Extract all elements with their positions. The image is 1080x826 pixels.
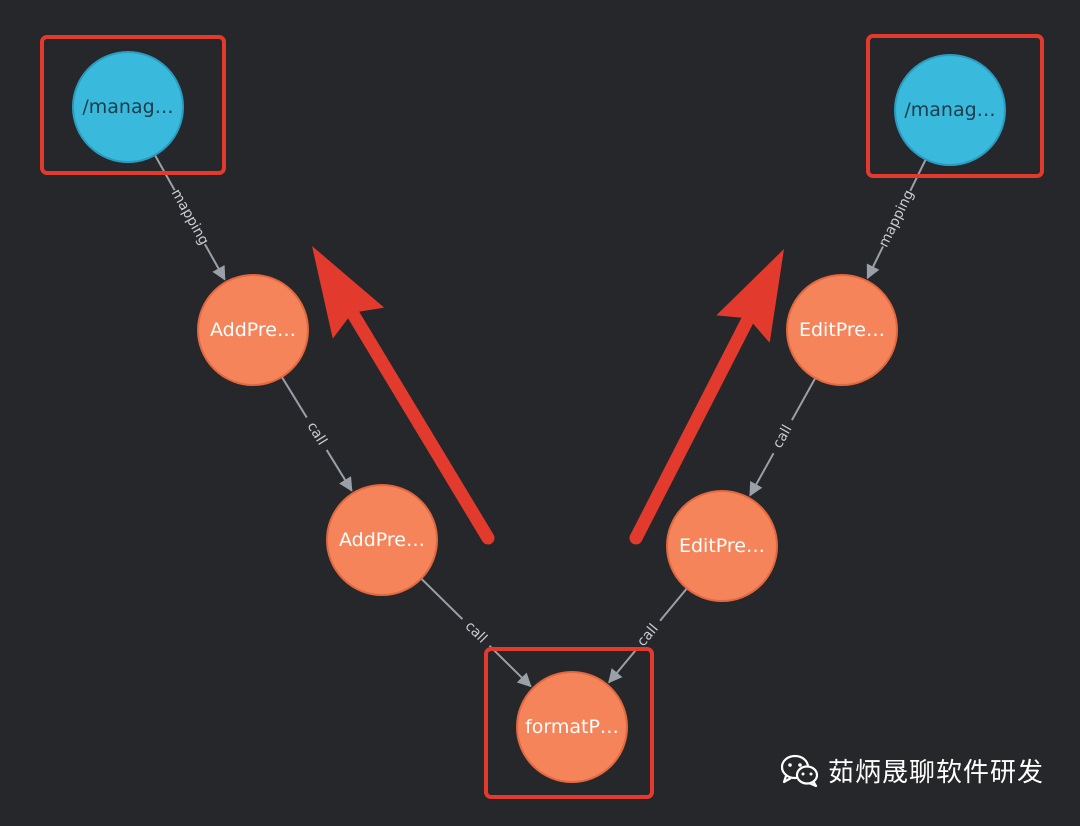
edge-label-bg (874, 186, 919, 251)
node-label: AddPre… (210, 319, 296, 341)
edge-label-bg (628, 614, 668, 656)
node-label: formatP… (525, 716, 619, 738)
edge-call[interactable]: call (608, 587, 688, 684)
node-circle[interactable] (326, 484, 438, 596)
node-label: AddPre… (339, 529, 425, 551)
annotation-arrow-left (312, 246, 495, 545)
node-circle[interactable] (786, 274, 898, 386)
highlight-layer (40, 34, 1044, 799)
node-label: EditPre… (799, 319, 885, 341)
node-n-editpre-1[interactable]: EditPre… (786, 274, 898, 386)
edge-call[interactable]: call (420, 577, 532, 688)
node-circle[interactable] (197, 274, 309, 386)
node-circle[interactable] (894, 54, 1006, 166)
highlight-box-n-format (484, 647, 654, 799)
node-n-editpre-2[interactable]: EditPre… (666, 490, 778, 602)
edges-layer: mapping mapping call call call call (154, 154, 927, 688)
edge-label-bg (456, 612, 496, 653)
wechat-icon (780, 754, 819, 787)
node-label: EditPre… (679, 535, 765, 557)
annotation-arrow-right (629, 249, 784, 545)
edge-call[interactable]: call (280, 376, 353, 492)
highlight-box-n-manage-left (40, 35, 226, 175)
node-n-format[interactable]: formatP… (516, 671, 628, 783)
node-circle[interactable] (72, 51, 184, 163)
node-n-manage-right[interactable]: /manag… (894, 54, 1006, 166)
edge-label-bg (166, 185, 213, 249)
highlight-box-n-manage-right (866, 34, 1044, 178)
node-n-addpre-1[interactable]: AddPre… (197, 274, 309, 386)
edge-call[interactable]: call (749, 377, 817, 497)
node-label: /manag… (904, 99, 995, 121)
node-n-addpre-2[interactable]: AddPre… (326, 484, 438, 596)
watermark-text: 茹炳晟聊软件研发 (828, 758, 1045, 788)
node-n-manage-left[interactable]: /manag… (72, 51, 184, 163)
node-label: /manag… (82, 96, 173, 118)
edge-label-bg (299, 412, 335, 455)
annotation-layer (312, 246, 784, 545)
nodes-layer: /manag… /manag… AddPre… AddPre… EditPre… Edit… (72, 51, 1006, 783)
node-circle[interactable] (666, 490, 778, 602)
edge-label: mapping (876, 187, 918, 249)
node-circle[interactable] (516, 671, 628, 783)
watermark: 茹炳晟聊软件研发 (780, 752, 1044, 789)
edge-label: mapping (168, 186, 212, 248)
edge-label-bg (765, 415, 800, 458)
